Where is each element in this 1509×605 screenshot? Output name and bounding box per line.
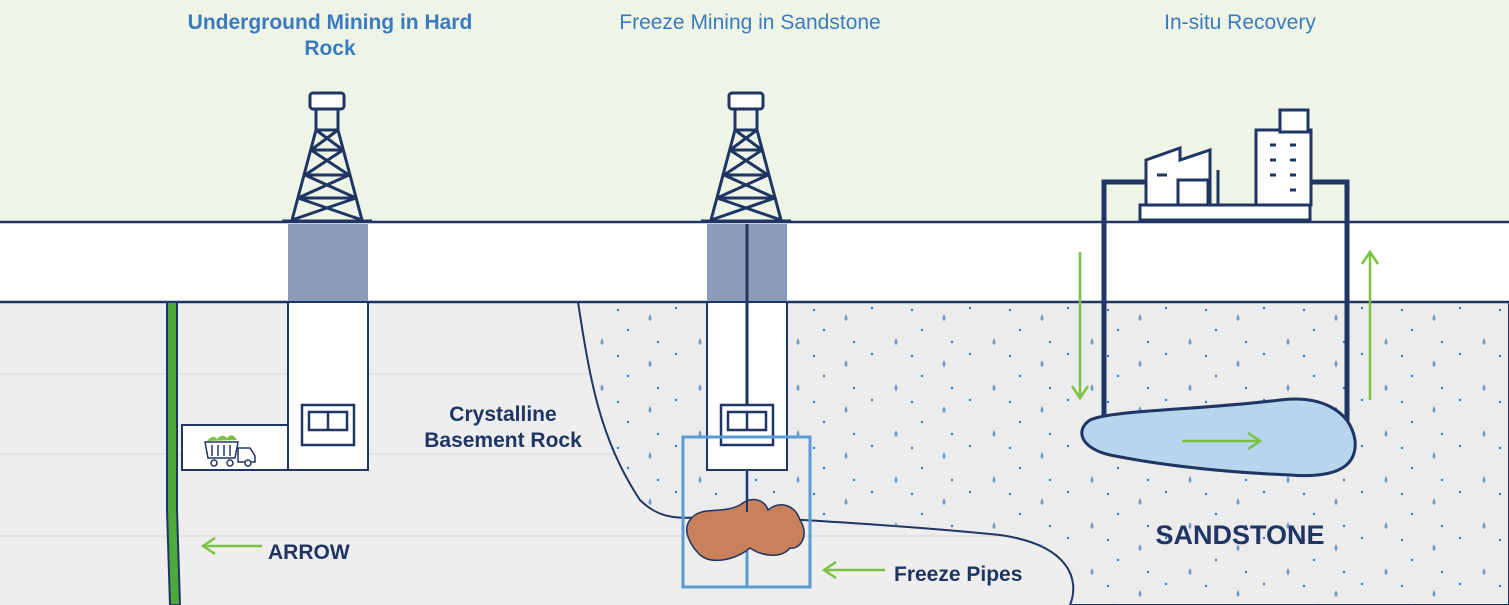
title-freeze-mining: Freeze Mining in Sandstone — [619, 11, 881, 34]
processing-plant-icon — [1138, 108, 1313, 222]
injection-arrow — [1070, 252, 1090, 401]
ore-body — [686, 498, 805, 562]
label-arrow: ARROW — [268, 541, 350, 564]
freeze-pipes-arrow — [821, 560, 885, 580]
title-in-situ-recovery: In-situ Recovery — [1164, 11, 1316, 34]
groundwater-pool — [1080, 397, 1357, 478]
label-freeze-pipes: Freeze Pipes — [894, 563, 1023, 586]
isr-pipeline — [1101, 179, 1350, 440]
shaft-collar-1 — [288, 224, 368, 301]
label-crystalline-basement-rock: Crystalline Basement Rock — [424, 403, 582, 452]
fault-arrow — [200, 536, 262, 556]
cage-2 — [719, 403, 775, 447]
label-sandstone: SANDSTONE — [1155, 520, 1325, 550]
ore-truck-icon — [204, 435, 256, 467]
headframe-1 — [282, 91, 372, 223]
title-underground-mining: Underground Mining in Hard Rock — [187, 11, 473, 60]
headframe-2 — [701, 91, 791, 223]
fault-line — [166, 301, 182, 605]
cage-1 — [300, 403, 356, 447]
flow-arrow — [1182, 431, 1263, 451]
recovery-arrow — [1360, 249, 1380, 400]
